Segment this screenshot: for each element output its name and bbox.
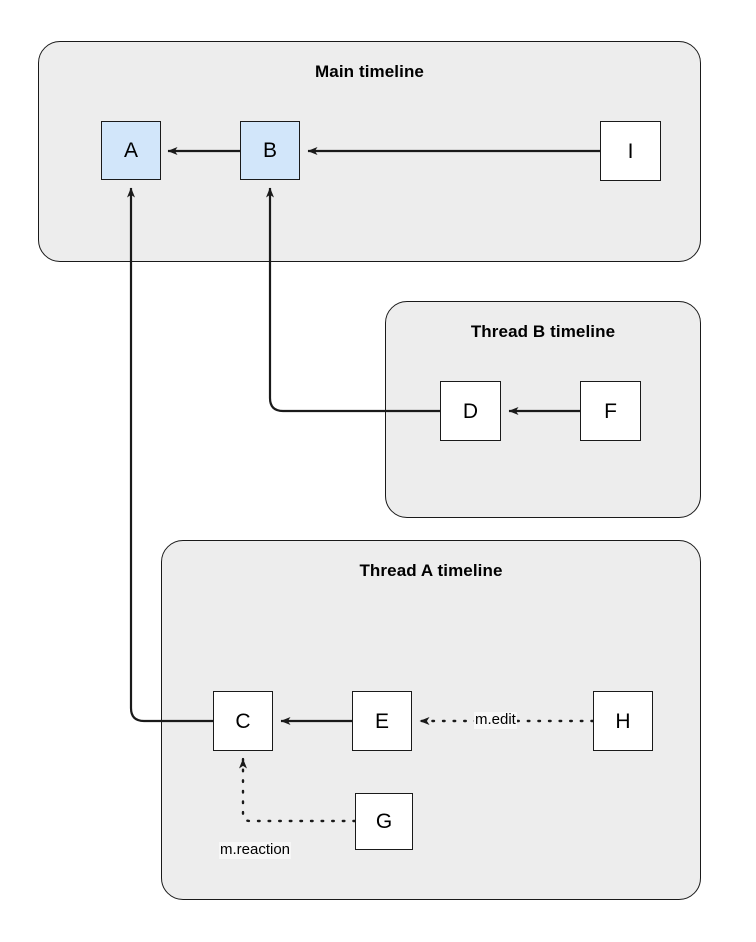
edge-label-m-edit: m.edit [474, 711, 517, 729]
event-node-i-label: I [627, 139, 634, 163]
event-node-e-label: E [374, 709, 389, 733]
event-node-d[interactable]: D [440, 381, 501, 441]
swimlane-thread-b-timeline: Thread B timeline [385, 301, 701, 518]
event-node-c-label: C [235, 709, 251, 733]
event-node-f[interactable]: F [580, 381, 641, 441]
event-node-g-label: G [375, 810, 393, 833]
event-node-e[interactable]: E [352, 691, 412, 751]
event-node-a[interactable]: A [101, 121, 161, 180]
event-node-i[interactable]: I [600, 121, 661, 181]
event-node-h-label: H [615, 709, 631, 733]
event-node-g[interactable]: G [355, 793, 413, 850]
swimlane-title-thread-b: Thread B timeline [470, 322, 616, 341]
event-node-b[interactable]: B [240, 121, 300, 180]
event-node-d-label: D [462, 399, 479, 423]
swimlane-title-thread-a: Thread A timeline [359, 561, 503, 580]
event-node-f-label: F [604, 399, 617, 423]
event-node-b-label: B [262, 139, 277, 162]
edge-label-m-reaction: m.reaction [219, 841, 292, 859]
event-node-a-label: A [123, 139, 138, 162]
event-node-h[interactable]: H [593, 691, 653, 751]
swimlane-title-main: Main timeline [315, 62, 424, 81]
event-node-c[interactable]: C [213, 691, 273, 751]
